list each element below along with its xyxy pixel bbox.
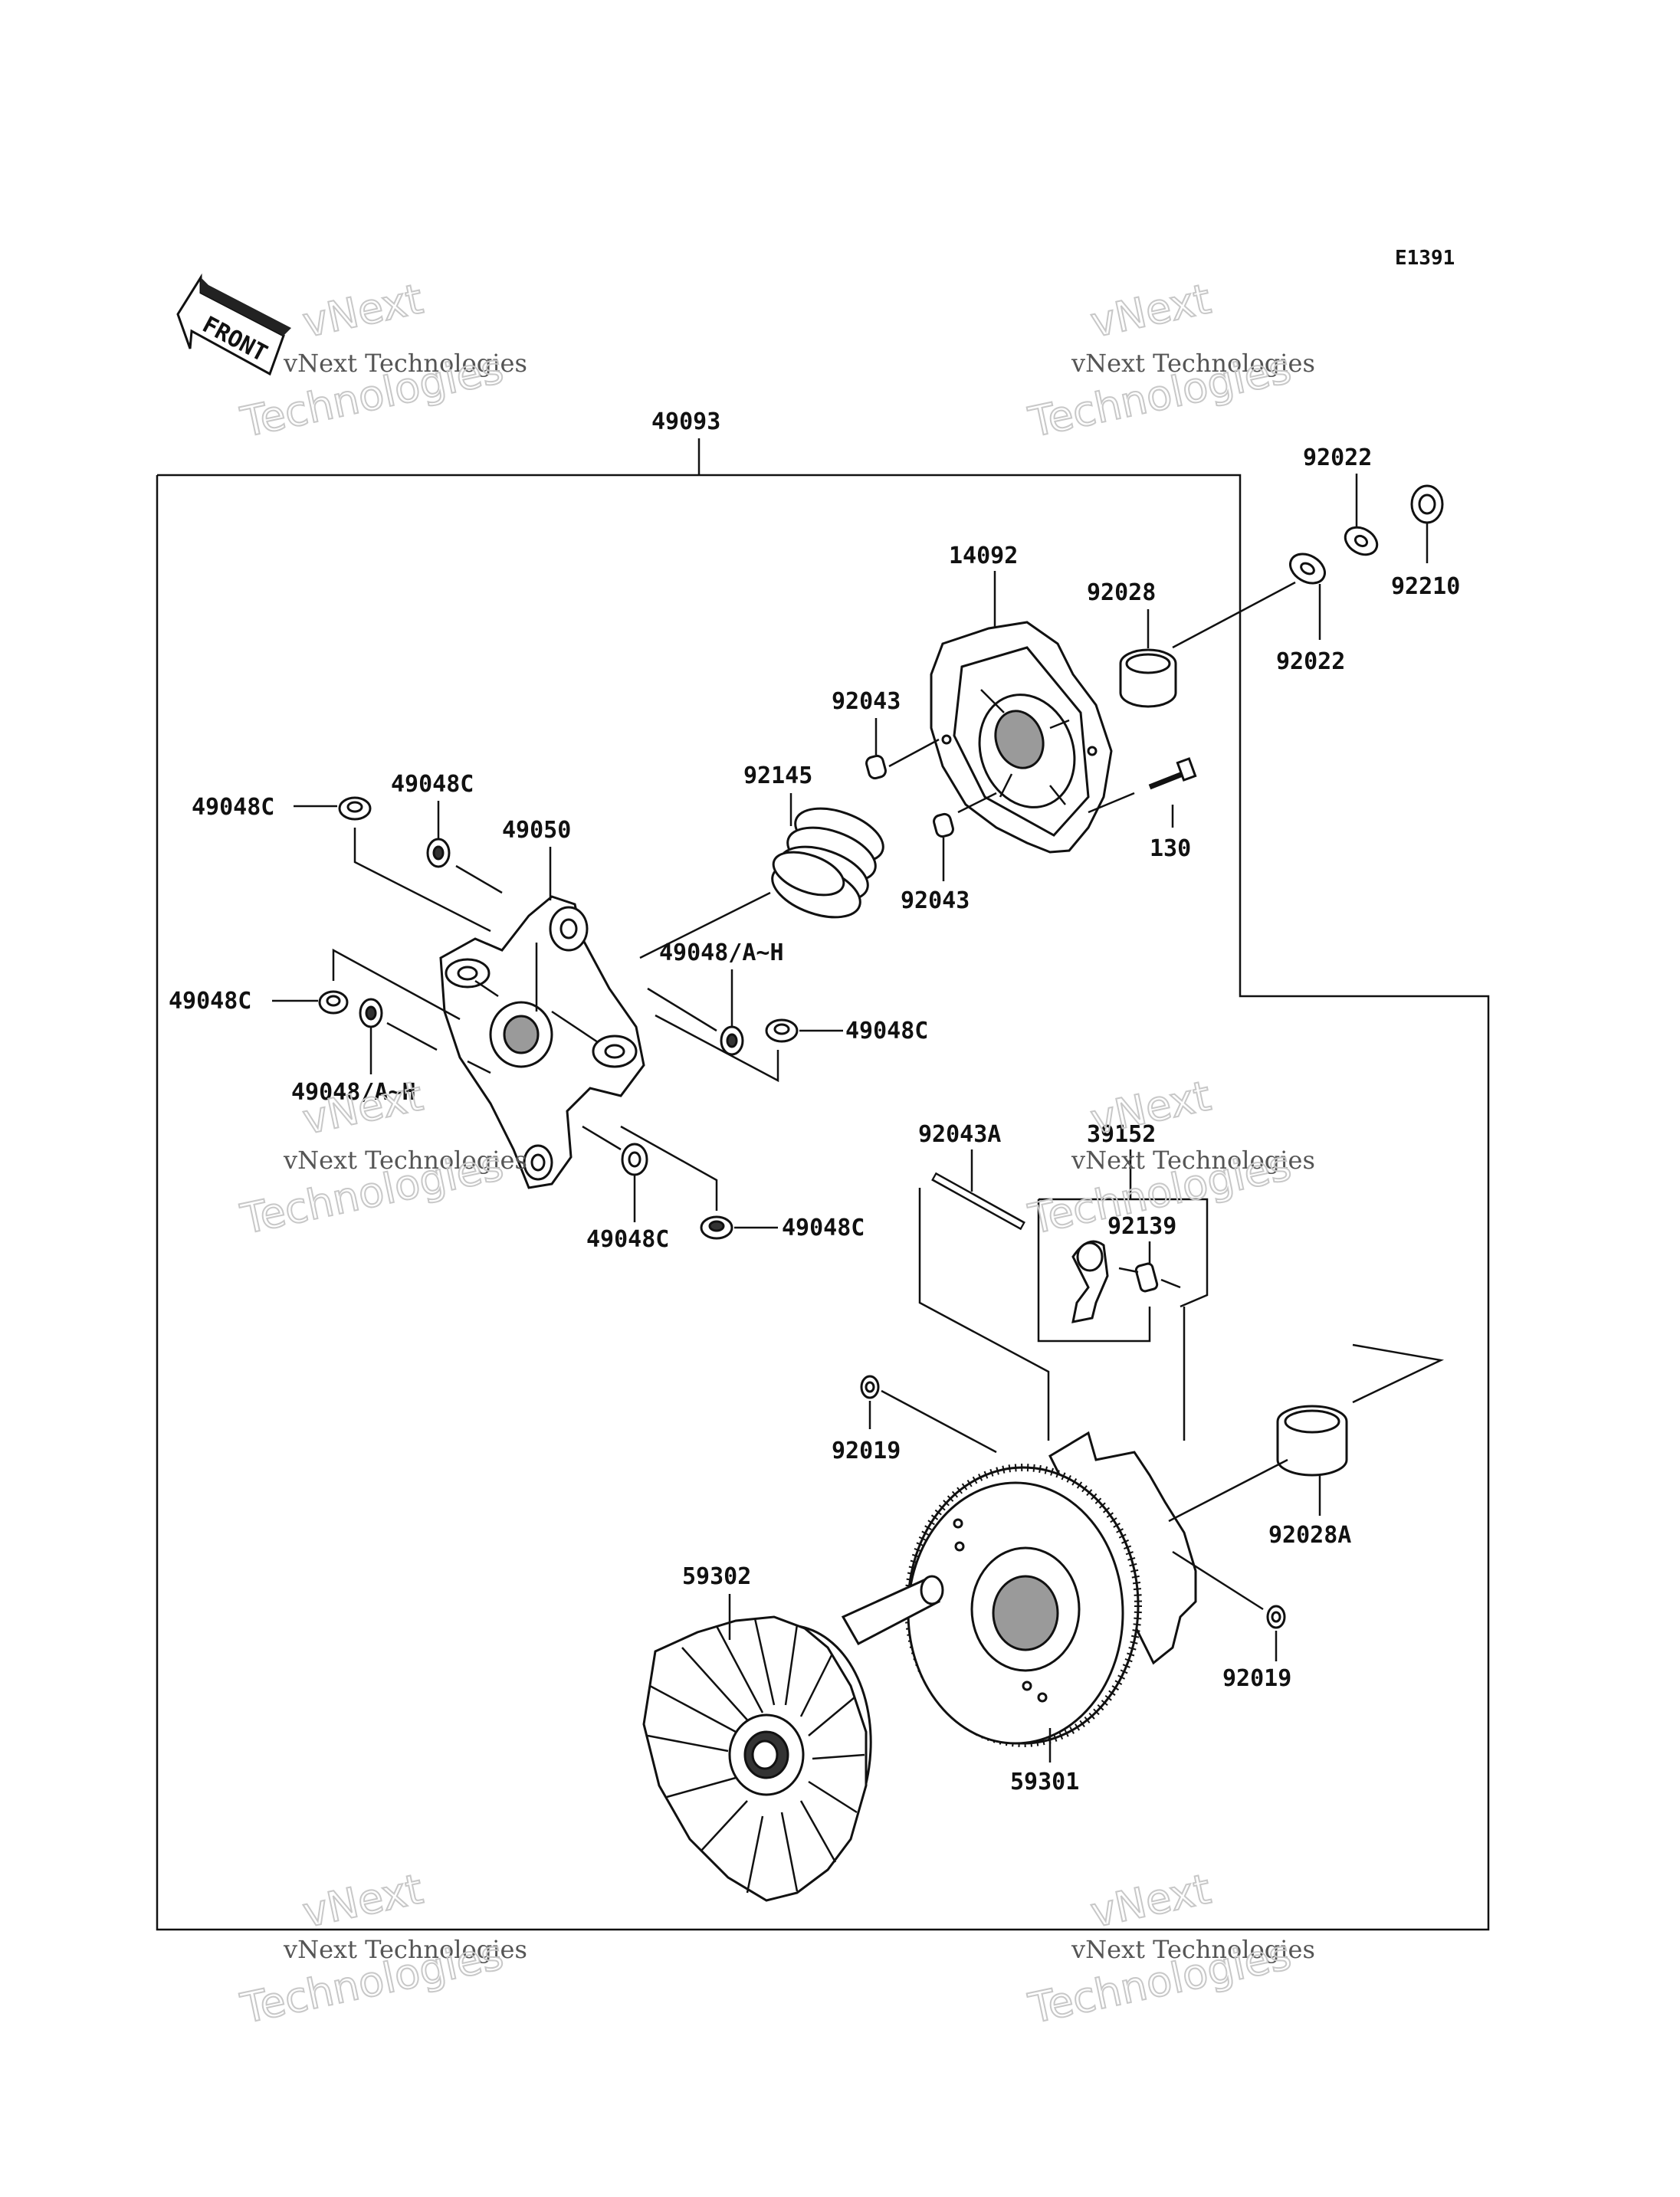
fan-sheave-icon bbox=[642, 1575, 944, 1902]
part-number-49048c: 49048C bbox=[586, 1226, 669, 1253]
part-number-49048-a-h: 49048/A~H bbox=[291, 1079, 416, 1106]
front-arrow-icon: FRONT bbox=[176, 273, 291, 376]
part-number-49093: 49093 bbox=[651, 408, 720, 435]
part-number-92139: 92139 bbox=[1107, 1213, 1176, 1240]
nut-icon bbox=[426, 838, 451, 868]
watermark: vNext vNext Technologies Technologies bbox=[1024, 1864, 1315, 2034]
svg-text:vNext Technologies: vNext Technologies bbox=[1071, 1146, 1315, 1175]
svg-text:vNext Technologies: vNext Technologies bbox=[1071, 1935, 1315, 1964]
part-number-92028a: 92028A bbox=[1268, 1522, 1351, 1549]
diagram-code: E1391 bbox=[1395, 247, 1455, 270]
watermark: vNext vNext Technologies Technologies bbox=[236, 1071, 527, 1244]
svg-text:vNext: vNext bbox=[1087, 274, 1215, 346]
part-number-39152: 39152 bbox=[1087, 1121, 1156, 1148]
washer-icon bbox=[1289, 553, 1326, 585]
svg-text:vNext: vNext bbox=[299, 274, 427, 346]
part-number-49048c: 49048C bbox=[845, 1018, 928, 1044]
nut-icon bbox=[1410, 484, 1444, 524]
part-number-49048c: 49048C bbox=[391, 771, 474, 798]
subassembly-box bbox=[1039, 1198, 1209, 1308]
part-number-92019: 92019 bbox=[832, 1438, 901, 1464]
part-number-49050: 49050 bbox=[502, 817, 571, 844]
nut-icon bbox=[860, 1375, 880, 1399]
nut-icon bbox=[765, 1018, 799, 1043]
svg-text:vNext: vNext bbox=[1087, 1864, 1215, 1936]
svg-text:vNext: vNext bbox=[299, 1864, 427, 1936]
part-number-92210: 92210 bbox=[1391, 573, 1460, 600]
pin-icon bbox=[1134, 1262, 1159, 1293]
spider-hub-icon bbox=[439, 895, 645, 1189]
part-number-92043a: 92043A bbox=[918, 1121, 1001, 1148]
nut-icon bbox=[318, 990, 349, 1015]
watermark: vNext vNext Technologies Technologies bbox=[236, 1864, 527, 2034]
part-number-14092: 14092 bbox=[949, 543, 1018, 569]
part-number-49048-a-h: 49048/A~H bbox=[659, 939, 784, 966]
dowel-pin-icon bbox=[933, 812, 954, 838]
part-number-49048c: 49048C bbox=[192, 794, 274, 821]
nut-icon bbox=[621, 1143, 648, 1176]
dowel-pin-icon bbox=[865, 754, 887, 780]
nut-icon bbox=[720, 1025, 744, 1056]
svg-text:vNext Technologies: vNext Technologies bbox=[283, 349, 527, 378]
washer-icon bbox=[1344, 526, 1379, 556]
nut-icon bbox=[1266, 1605, 1286, 1629]
watermark: vNext vNext Technologies Technologies bbox=[236, 274, 527, 448]
part-number-59302: 59302 bbox=[682, 1563, 751, 1590]
part-number-92019: 92019 bbox=[1222, 1665, 1291, 1692]
svg-text:vNext Technologies: vNext Technologies bbox=[1071, 349, 1315, 378]
sheave-icon bbox=[904, 1431, 1197, 1747]
watermark: vNext vNext Technologies Technologies bbox=[1024, 274, 1315, 448]
nut-icon bbox=[700, 1215, 733, 1240]
spring-icon bbox=[771, 807, 884, 919]
part-number-49048c: 49048C bbox=[169, 988, 251, 1015]
part-number-49048c: 49048C bbox=[782, 1215, 865, 1241]
cover-icon bbox=[930, 621, 1113, 854]
svg-text:vNext Technologies: vNext Technologies bbox=[283, 1146, 527, 1175]
part-number-92022: 92022 bbox=[1276, 648, 1345, 675]
roller-arm-icon bbox=[1071, 1240, 1109, 1323]
part-number-92043: 92043 bbox=[832, 688, 901, 715]
svg-text:vNext Technologies: vNext Technologies bbox=[283, 1935, 527, 1964]
pin-icon bbox=[931, 1172, 1025, 1231]
bushing-icon bbox=[1119, 648, 1177, 708]
part-number-92145: 92145 bbox=[743, 762, 812, 789]
part-number-92028: 92028 bbox=[1087, 579, 1156, 606]
assembly-outline bbox=[156, 474, 1490, 1931]
part-number-92043: 92043 bbox=[901, 887, 970, 914]
nut-icon bbox=[338, 796, 372, 821]
part-number-59301: 59301 bbox=[1010, 1769, 1079, 1795]
nut-icon bbox=[359, 998, 383, 1028]
part-number-130: 130 bbox=[1150, 835, 1191, 862]
bushing-icon bbox=[1276, 1405, 1348, 1477]
part-number-92022: 92022 bbox=[1303, 444, 1372, 471]
bolt-icon bbox=[1148, 757, 1197, 790]
